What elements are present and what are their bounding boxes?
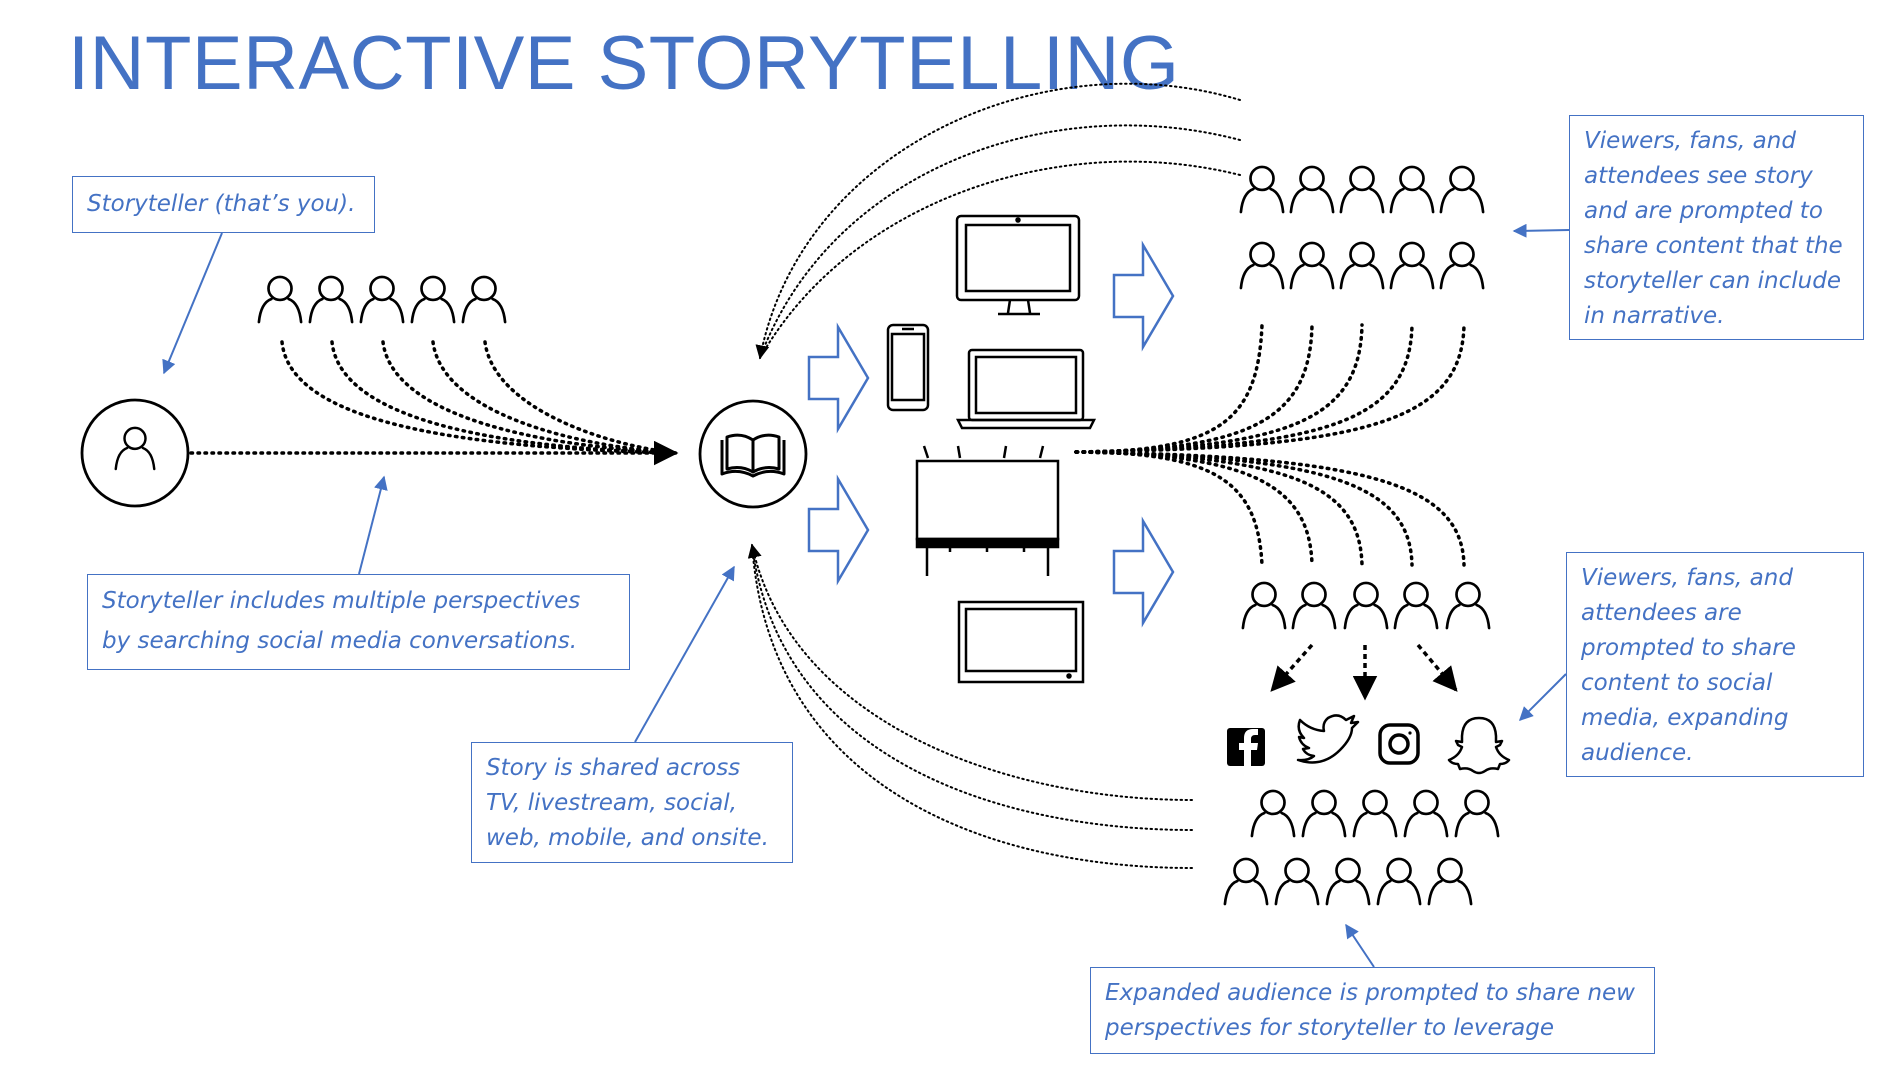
social-share-arrows <box>1270 643 1458 701</box>
feedback-connectors <box>747 82 1241 869</box>
callout-story-shared: Story is shared across TV, livestream, s… <box>471 742 793 863</box>
callout-storyteller: Storyteller (that’s you). <box>72 176 375 233</box>
open-book-icon <box>720 433 786 478</box>
tv-icon <box>957 600 1085 684</box>
expanded-audience <box>1223 789 1500 906</box>
callout-includes-perspectives: Storyteller includes multiple perspectiv… <box>87 574 630 670</box>
page-title: INTERACTIVE STORYTELLING <box>68 21 1180 106</box>
monitor-icon <box>955 214 1081 316</box>
callout-expanded-audience: Expanded audience is prompted to share n… <box>1090 967 1655 1054</box>
twitter-icon <box>1296 714 1360 764</box>
left-audience <box>257 275 507 324</box>
callout-viewers-prompted: Viewers, fans, and attendees are prompte… <box>1566 552 1864 777</box>
smartphone-icon <box>886 323 930 412</box>
sharing-audience <box>1241 581 1491 630</box>
distribution-connectors <box>1074 323 1466 567</box>
perspective-connectors <box>189 340 679 466</box>
callout-viewers-see-story: Viewers, fans, and attendees see story a… <box>1569 115 1864 340</box>
block-arrows <box>807 240 1175 628</box>
viewer-audience <box>1239 165 1485 290</box>
laptop-icon <box>955 348 1097 430</box>
billboard-icon <box>915 445 1060 576</box>
instagram-icon <box>1378 723 1420 765</box>
snapchat-icon <box>1447 716 1511 775</box>
callout-leaders <box>162 223 1570 968</box>
story-node <box>698 399 808 509</box>
facebook-icon <box>1227 728 1265 766</box>
storyteller-node <box>80 398 190 508</box>
